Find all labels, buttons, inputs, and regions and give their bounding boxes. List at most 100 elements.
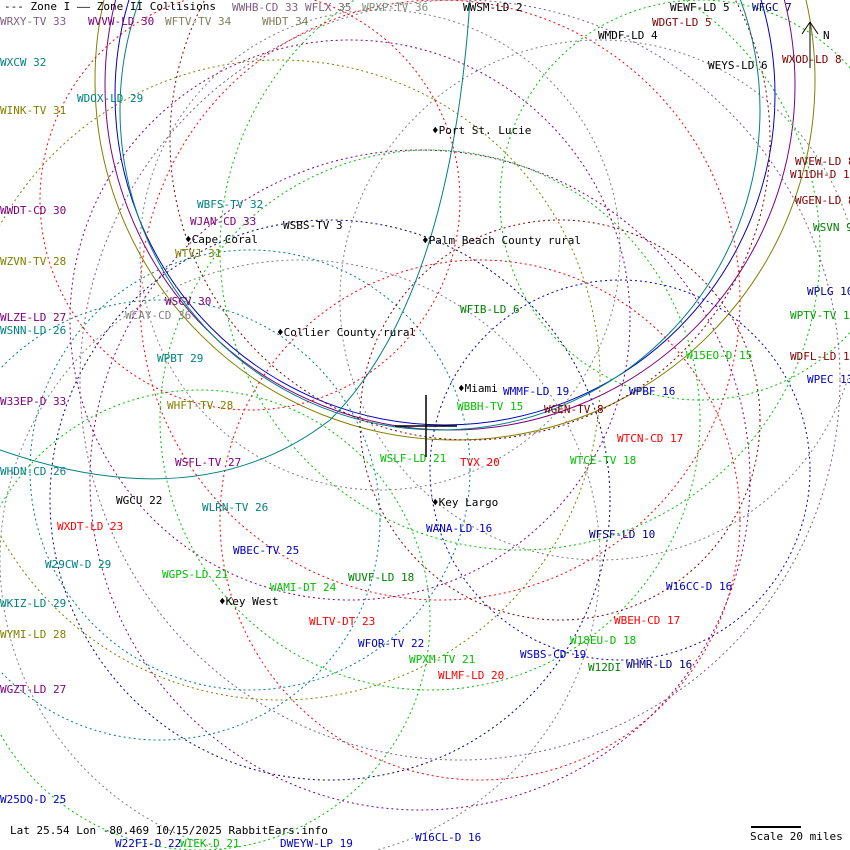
station-label[interactable]: WSVN 9: [813, 221, 850, 234]
station-label[interactable]: WSCV 30: [165, 295, 212, 308]
city-name: Miami: [464, 382, 498, 395]
station-label[interactable]: WFGC 7: [752, 1, 792, 14]
station-label[interactable]: WFSF-LD 10: [589, 528, 656, 541]
station-label[interactable]: W12DI: [588, 661, 622, 674]
station-label[interactable]: WLRN-TV 26: [202, 501, 269, 514]
station-label[interactable]: WJAN-CD 33: [190, 215, 257, 228]
station-label[interactable]: WHDN-CD 26: [0, 465, 67, 478]
city-name: Collier County rural: [283, 326, 417, 339]
station-label[interactable]: WINK-TV 31: [0, 104, 67, 117]
station-label[interactable]: WHMR-LD 16: [626, 658, 693, 671]
city-name: Cape Coral: [191, 233, 258, 246]
station-label[interactable]: WGEN-LD 8: [795, 194, 850, 207]
station-label[interactable]: WGZT-LD 27: [0, 683, 67, 696]
city-dot-icon: ♦: [219, 595, 226, 608]
station-label[interactable]: WLZE-LD 27: [0, 311, 67, 324]
station-label[interactable]: WWHB-CD 33: [232, 1, 299, 14]
station-label[interactable]: WPBT 29: [157, 352, 204, 365]
station-label[interactable]: WSNN-LD 26: [0, 324, 67, 337]
station-label[interactable]: WMDF-LD 4: [598, 29, 658, 42]
coverage-contour: [0, 389, 431, 850]
coverage-contour: [0, 299, 381, 741]
station-label[interactable]: WIEK-D 21: [180, 837, 240, 850]
coverage-contour: [139, 9, 621, 491]
station-label[interactable]: WEYS-LD 6: [708, 59, 768, 72]
station-label[interactable]: WPXP-TV 36: [362, 1, 429, 14]
station-label[interactable]: WPBF 16: [629, 385, 676, 398]
station-label[interactable]: W16CC-D 16: [666, 580, 733, 593]
station-label[interactable]: WTVJ 31: [175, 247, 222, 260]
station-label[interactable]: WFOR-TV 22: [358, 637, 425, 650]
legend-collisions: Collisions: [149, 0, 216, 13]
station-label[interactable]: W29CW-D 29: [45, 558, 112, 571]
station-label[interactable]: WKIZ-LD 29: [0, 597, 67, 610]
station-label[interactable]: WLMF-LD 20: [438, 669, 505, 682]
station-label[interactable]: WFLX 35: [305, 1, 352, 14]
station-label[interactable]: WDGT-LD 5: [652, 16, 712, 29]
station-label[interactable]: WVEW-LD 8: [795, 155, 850, 168]
station-label[interactable]: W16CL-D 16: [415, 831, 482, 844]
station-label[interactable]: WAMI-DT 24: [270, 581, 337, 594]
station-label[interactable]: WLTV-DT 23: [309, 615, 376, 628]
station-label[interactable]: WXDT-LD 23: [57, 520, 124, 533]
station-label[interactable]: WWSM-LD 2: [463, 1, 523, 14]
station-label[interactable]: WXOD-LD 8: [782, 53, 842, 66]
station-label[interactable]: WRXY-TV 33: [0, 15, 67, 28]
station-label[interactable]: DWEYW-LP 19: [280, 837, 353, 850]
station-label[interactable]: WTCN-CD 17: [617, 432, 684, 445]
station-label[interactable]: WDFL-LD 11: [790, 350, 850, 363]
station-label[interactable]: WZVN-TV 28: [0, 255, 67, 268]
station-label[interactable]: WGCU 22: [116, 494, 163, 507]
station-label[interactable]: WGPS-LD 21: [162, 568, 229, 581]
station-label[interactable]: WGEN-TV 8: [544, 403, 604, 416]
station-label[interactable]: WTCE-TV 18: [570, 454, 637, 467]
station-label[interactable]: TVX 20: [460, 456, 500, 469]
station-label[interactable]: WFTV-TV 34: [165, 15, 232, 28]
coverage-contour: [159, 149, 701, 691]
station-label[interactable]: WBBH-TV 15: [457, 400, 524, 413]
station-label[interactable]: WBEC-TV 25: [233, 544, 300, 557]
station-label[interactable]: WPXM-TV 21: [409, 653, 476, 666]
coverage-contour: [114, 0, 776, 426]
location-crosshair-icon: [395, 395, 457, 457]
station-label[interactable]: W25DQ-D 25: [0, 793, 67, 806]
city-marker: ♦Palm Beach County rural: [422, 235, 581, 247]
station-label[interactable]: WANA-LD 16: [426, 522, 493, 535]
station-label[interactable]: WSLF-LD 21: [380, 452, 447, 465]
coverage-contour: [79, 0, 841, 761]
coverage-contour: [39, 0, 461, 411]
station-label[interactable]: WUVF-LD 18: [348, 571, 415, 584]
station-label[interactable]: WSBS-CD 19: [520, 648, 587, 661]
station-label[interactable]: WCAY-CD 36: [125, 309, 192, 322]
station-label[interactable]: WHDT 34: [262, 15, 309, 28]
station-label[interactable]: WWDT-CD 30: [0, 204, 67, 217]
station-label[interactable]: WVVW-LD 30: [88, 15, 155, 28]
station-label[interactable]: WBEH-CD 17: [614, 614, 681, 627]
station-label[interactable]: WPEC 13: [807, 373, 850, 386]
north-arrow-icon: [801, 21, 819, 68]
station-label[interactable]: WPLG 10: [807, 285, 850, 298]
city-dot-icon: ♦: [458, 382, 465, 395]
station-label[interactable]: W11DH-D 11: [790, 168, 850, 181]
station-label[interactable]: WEWF-LD 5: [670, 1, 730, 14]
coverage-contour: [219, 259, 741, 781]
station-label[interactable]: W33EP-D 33: [0, 395, 67, 408]
city-marker: ♦Port St. Lucie: [432, 125, 531, 137]
coverage-contour: [429, 279, 811, 661]
station-label[interactable]: W18EU-D 18: [570, 634, 637, 647]
station-label[interactable]: WDOX-LD 29: [77, 92, 144, 105]
coverage-contour: [169, 0, 771, 441]
station-label[interactable]: WSFL-TV 27: [175, 456, 242, 469]
station-label[interactable]: WMMF-LD 19: [503, 385, 570, 398]
station-label[interactable]: WFIB-LD 6: [460, 303, 520, 316]
station-label[interactable]: WYMI-LD 28: [0, 628, 67, 641]
station-label[interactable]: WHFT-TV 28: [167, 399, 234, 412]
station-label[interactable]: WXCW 32: [0, 56, 47, 69]
station-label[interactable]: WSBS-TV 3: [283, 219, 343, 232]
station-label[interactable]: W15EO-D 15: [686, 349, 753, 362]
station-label[interactable]: WPTV-TV 12: [790, 309, 850, 322]
station-label[interactable]: W22FI-D 22: [115, 837, 182, 850]
city-dot-icon: ♦: [422, 234, 429, 247]
station-label[interactable]: WBFS-TV 32: [197, 198, 264, 211]
